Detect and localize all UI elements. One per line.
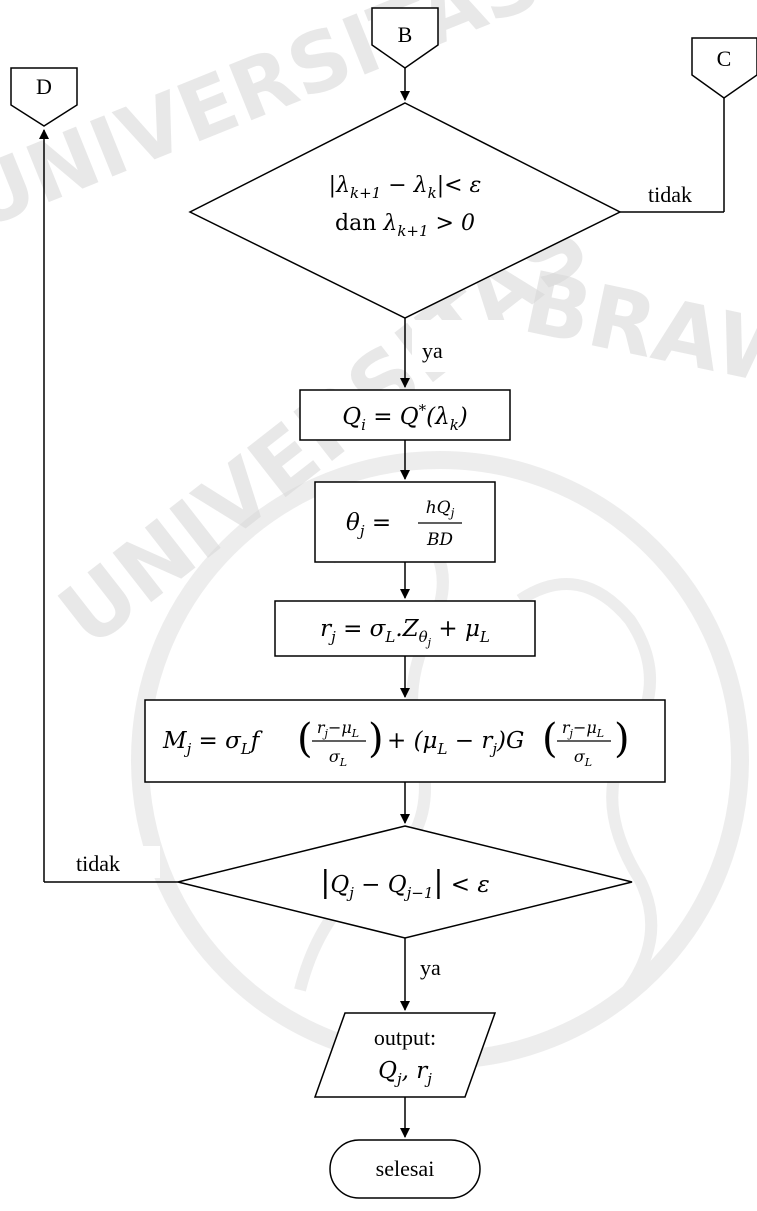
decision2-yes-branch: ya: [400, 938, 462, 1011]
decision1-condition-1: |λk+1 − λk|< ε: [329, 173, 482, 202]
m-eq-paren-1-open: (: [297, 716, 313, 762]
decision1-no-label: tidak: [648, 182, 692, 207]
decision1-diamond: |λk+1 − λk|< ε dan λk+1 > 0: [188, 102, 622, 319]
connector-c: C: [691, 37, 757, 99]
decision1-yes-label: ya: [422, 338, 443, 363]
process-r-eq: rj = σL.Zθj + μL: [274, 600, 536, 657]
theta-numerator: hQj: [426, 498, 455, 520]
output-parallelogram: output: Qj, rj: [313, 1012, 497, 1098]
process-m-eq: Mj = σLf ( rj−μL σL ) + (μL − rj)G ( rj−…: [144, 699, 666, 783]
output-values: Qj, rj: [378, 1058, 432, 1088]
decision1-yes-branch: ya: [400, 318, 508, 388]
decision2-diamond: |Qj − Qj−1| < ε: [177, 825, 633, 939]
decision2-no-label: tidak: [76, 851, 120, 876]
decision2-no-branch: tidak: [39, 129, 178, 883]
theta-denominator: BD: [426, 530, 453, 550]
decision1-no-branch: tidak: [620, 98, 725, 232]
decision2-yes-label: ya: [420, 955, 441, 980]
process-theta: θj = hQj BD: [314, 481, 496, 563]
decision2-condition: |Qj − Qj−1| < ε: [320, 865, 490, 902]
m-eq-frac1-numerator: rj−μL: [317, 718, 359, 740]
m-eq-frac2-numerator: rj−μL: [562, 718, 604, 740]
connector-b: B: [371, 7, 439, 69]
connector-d-label: D: [36, 74, 52, 99]
m-eq-middle: + (μL − rj)G: [387, 728, 524, 758]
terminal-end: selesai: [329, 1139, 481, 1199]
connector-c-label: C: [717, 46, 732, 71]
connector-b-label: B: [398, 22, 413, 47]
m-eq-paren-1-close: ): [368, 716, 384, 762]
theta-formula: θj =: [346, 510, 391, 540]
process-q-assign: Qi = Q*(λk): [299, 389, 511, 441]
q-assign-formula: Qi = Q*(λk): [342, 401, 468, 434]
m-eq-paren-2-open: (: [542, 716, 558, 762]
output-label: output:: [374, 1025, 436, 1050]
m-eq-paren-2-close: ): [614, 716, 630, 762]
terminal-label: selesai: [376, 1156, 435, 1181]
connector-d: D: [10, 67, 78, 127]
